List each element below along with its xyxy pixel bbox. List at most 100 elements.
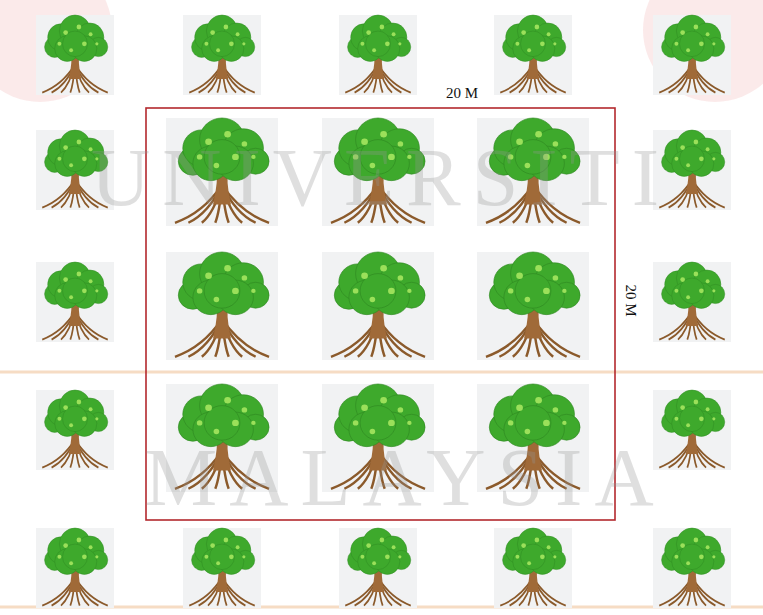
mangrove-tree [36, 262, 114, 342]
mangrove-tree [477, 252, 589, 360]
tree-crown [521, 31, 546, 57]
leaf-highlight [77, 140, 82, 145]
leaf-highlight [516, 405, 523, 411]
tree-tile [494, 15, 572, 95]
dimension-label: 20 M [622, 281, 639, 319]
leaf-highlight [535, 25, 540, 30]
leaf-highlight [82, 41, 87, 46]
leaf-highlight [712, 555, 715, 558]
leaf-highlight [236, 32, 240, 36]
leaf-highlight [366, 30, 371, 35]
leaf-highlight [366, 543, 371, 548]
leaf-highlight [77, 25, 82, 30]
tree-crown [63, 146, 88, 172]
leaf-highlight [57, 289, 61, 293]
tree-tile [494, 528, 572, 608]
watermark: UNIVERSITI [91, 137, 671, 219]
leaf-highlight [385, 41, 390, 46]
mangrove-tree [653, 262, 731, 342]
leaf-highlight [204, 42, 208, 46]
leaf-highlight [63, 543, 68, 548]
mangrove-tree [494, 528, 572, 608]
leaf-highlight [521, 30, 526, 35]
leaf-highlight [398, 42, 401, 45]
leaf-highlight [210, 30, 215, 35]
leaf-highlight [380, 397, 387, 403]
mangrove-tree [339, 528, 417, 608]
tree-crown [210, 544, 235, 570]
leaf-highlight [553, 275, 559, 280]
leaf-highlight [712, 42, 715, 45]
leaf-highlight [370, 429, 376, 434]
tree-tile [36, 390, 114, 470]
tree-crown [521, 544, 546, 570]
leaf-highlight [699, 554, 704, 559]
leaf-highlight [553, 555, 556, 558]
leaf-highlight [380, 265, 387, 271]
tree-crown [210, 31, 235, 57]
leaf-highlight [686, 163, 690, 167]
leaf-highlight [562, 421, 566, 425]
leaf-highlight [706, 32, 710, 36]
leaf-highlight [543, 420, 550, 426]
leaf-highlight [69, 561, 73, 565]
leaf-highlight [547, 545, 551, 549]
leaf-highlight [210, 543, 215, 548]
leaf-highlight [82, 554, 87, 559]
leaf-highlight [63, 30, 68, 35]
leaf-highlight [525, 429, 531, 434]
leaf-highlight [686, 295, 690, 299]
leaf-highlight [214, 297, 220, 302]
leaf-highlight [82, 416, 87, 421]
leaf-highlight [562, 289, 566, 293]
tree-crown [63, 406, 88, 432]
leaf-highlight [232, 288, 239, 294]
leaf-highlight [392, 545, 396, 549]
tree-tile [322, 252, 434, 360]
mangrove-tree [494, 15, 572, 95]
tree-crown [63, 31, 88, 57]
leaf-highlight [353, 288, 359, 293]
leaf-highlight [699, 416, 704, 421]
leaf-highlight [251, 421, 255, 425]
leaf-highlight [712, 417, 715, 420]
leaf-highlight [69, 423, 73, 427]
leaf-highlight [57, 417, 61, 421]
leaf-highlight [89, 279, 93, 283]
leaf-highlight [77, 400, 82, 405]
leaf-highlight [508, 288, 514, 293]
leaf-highlight [216, 561, 220, 565]
leaf-highlight [360, 42, 364, 46]
tree-tile [339, 15, 417, 95]
leaf-highlight [706, 279, 710, 283]
leaf-highlight [77, 272, 82, 277]
leaf-highlight [674, 555, 678, 559]
leaf-highlight [398, 407, 404, 412]
leaf-highlight [69, 295, 73, 299]
leaf-highlight [353, 420, 359, 425]
leaf-highlight [680, 543, 685, 548]
leaf-highlight [508, 420, 514, 425]
leaf-highlight [82, 288, 87, 293]
tree-crown [680, 544, 705, 570]
mangrove-tree [36, 390, 114, 470]
leaf-highlight [680, 277, 685, 282]
tree-tile [653, 15, 731, 95]
tree-crown [366, 544, 391, 570]
leaf-highlight [197, 288, 203, 293]
leaf-highlight [712, 157, 715, 160]
leaf-highlight [361, 273, 368, 279]
leaf-highlight [547, 32, 551, 36]
leaf-highlight [380, 25, 385, 30]
leaf-highlight [521, 543, 526, 548]
leaf-highlight [674, 42, 678, 46]
leaf-highlight [694, 400, 699, 405]
leaf-highlight [89, 407, 93, 411]
leaf-highlight [214, 429, 220, 434]
leaf-highlight [82, 156, 87, 161]
leaf-highlight [380, 538, 385, 543]
tree-tile [36, 528, 114, 608]
tree-crown [366, 31, 391, 57]
tree-crown [63, 278, 88, 304]
